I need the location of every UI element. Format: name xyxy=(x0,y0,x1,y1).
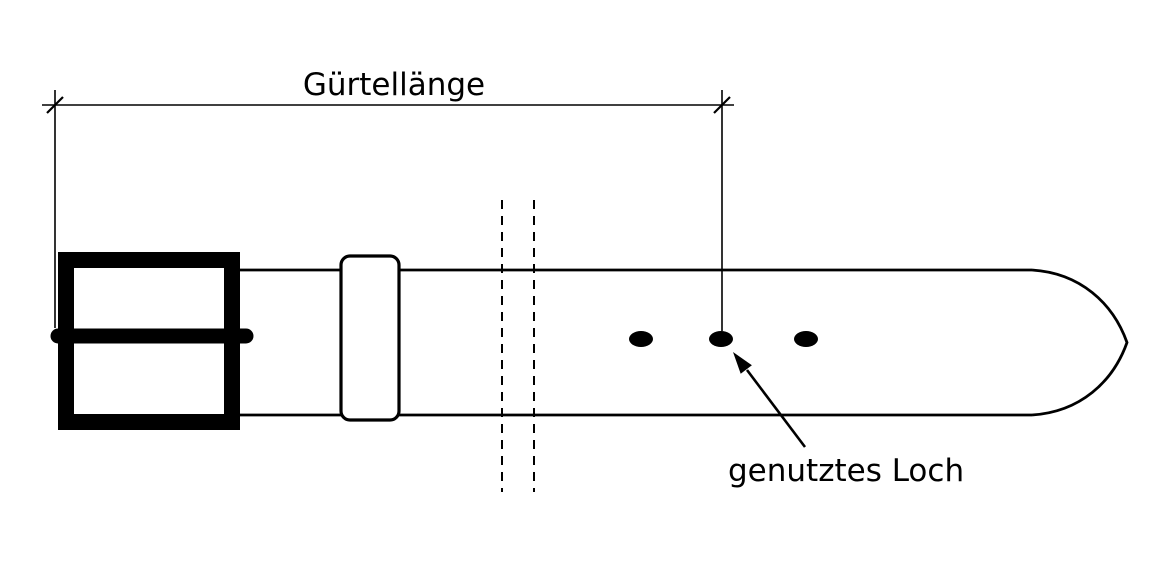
belt-loop xyxy=(339,254,401,422)
hole-label: genutztes Loch xyxy=(728,453,964,489)
hole-callout: genutztes Loch xyxy=(728,352,964,489)
callout-arrow-shaft xyxy=(745,369,807,448)
dimension-tick-left xyxy=(46,96,64,114)
belt-holes xyxy=(629,331,818,347)
dimension-label: Gürtellänge xyxy=(303,67,485,103)
belt-hole xyxy=(629,331,653,347)
belt-hole xyxy=(794,331,818,347)
dimension-tick-right xyxy=(713,96,731,114)
dimension-annotation xyxy=(42,90,734,331)
belt-hole-used xyxy=(709,331,733,347)
break-lines xyxy=(501,200,535,492)
callout-arrow-head xyxy=(733,352,752,374)
belt-tip xyxy=(1031,268,1129,417)
belt-buckle xyxy=(50,252,254,430)
